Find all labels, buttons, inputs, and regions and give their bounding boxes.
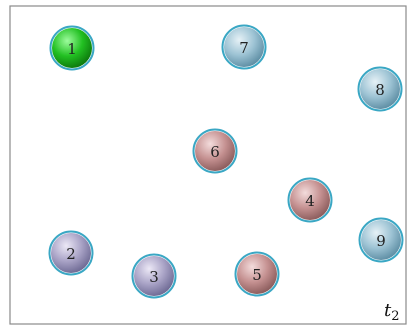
node-ring (131, 253, 177, 299)
time-step-subscript: 2 (391, 309, 399, 324)
node-sphere (290, 180, 330, 220)
node-ring (234, 251, 280, 297)
node-label: 1 (67, 40, 77, 58)
node-8: 8 (357, 66, 403, 112)
node-6: 6 (192, 128, 238, 174)
node-label: 6 (210, 143, 220, 161)
node-1: 1 (49, 25, 95, 71)
node-ring (221, 24, 267, 70)
node-ring (358, 217, 404, 263)
node-label: 2 (66, 245, 76, 263)
time-step-label: t2 (384, 300, 400, 324)
node-3: 3 (131, 253, 177, 299)
node-9: 9 (358, 217, 404, 263)
node-ring (357, 66, 403, 112)
time-step-base: t (384, 300, 392, 321)
node-label: 5 (252, 266, 262, 284)
node-ring (49, 25, 95, 71)
node-sphere (237, 254, 277, 294)
node-label: 7 (239, 39, 249, 57)
node-ring (287, 177, 333, 223)
node-sphere (52, 28, 92, 68)
node-ring (192, 128, 238, 174)
node-sphere (195, 131, 235, 171)
node-sphere (360, 69, 400, 109)
node-4: 4 (287, 177, 333, 223)
node-sphere (51, 233, 91, 273)
node-5: 5 (234, 251, 280, 297)
node-ring (48, 230, 94, 276)
node-7: 7 (221, 24, 267, 70)
node-label: 4 (305, 192, 315, 210)
node-label: 9 (376, 232, 386, 250)
node-2: 2 (48, 230, 94, 276)
node-label: 8 (375, 81, 385, 99)
node-label: 3 (149, 268, 159, 286)
node-sphere (361, 220, 401, 260)
node-layer: 1 2 3 4 5 6 7 8 9 (48, 24, 404, 299)
node-sphere (134, 256, 174, 296)
node-sphere (224, 27, 264, 67)
